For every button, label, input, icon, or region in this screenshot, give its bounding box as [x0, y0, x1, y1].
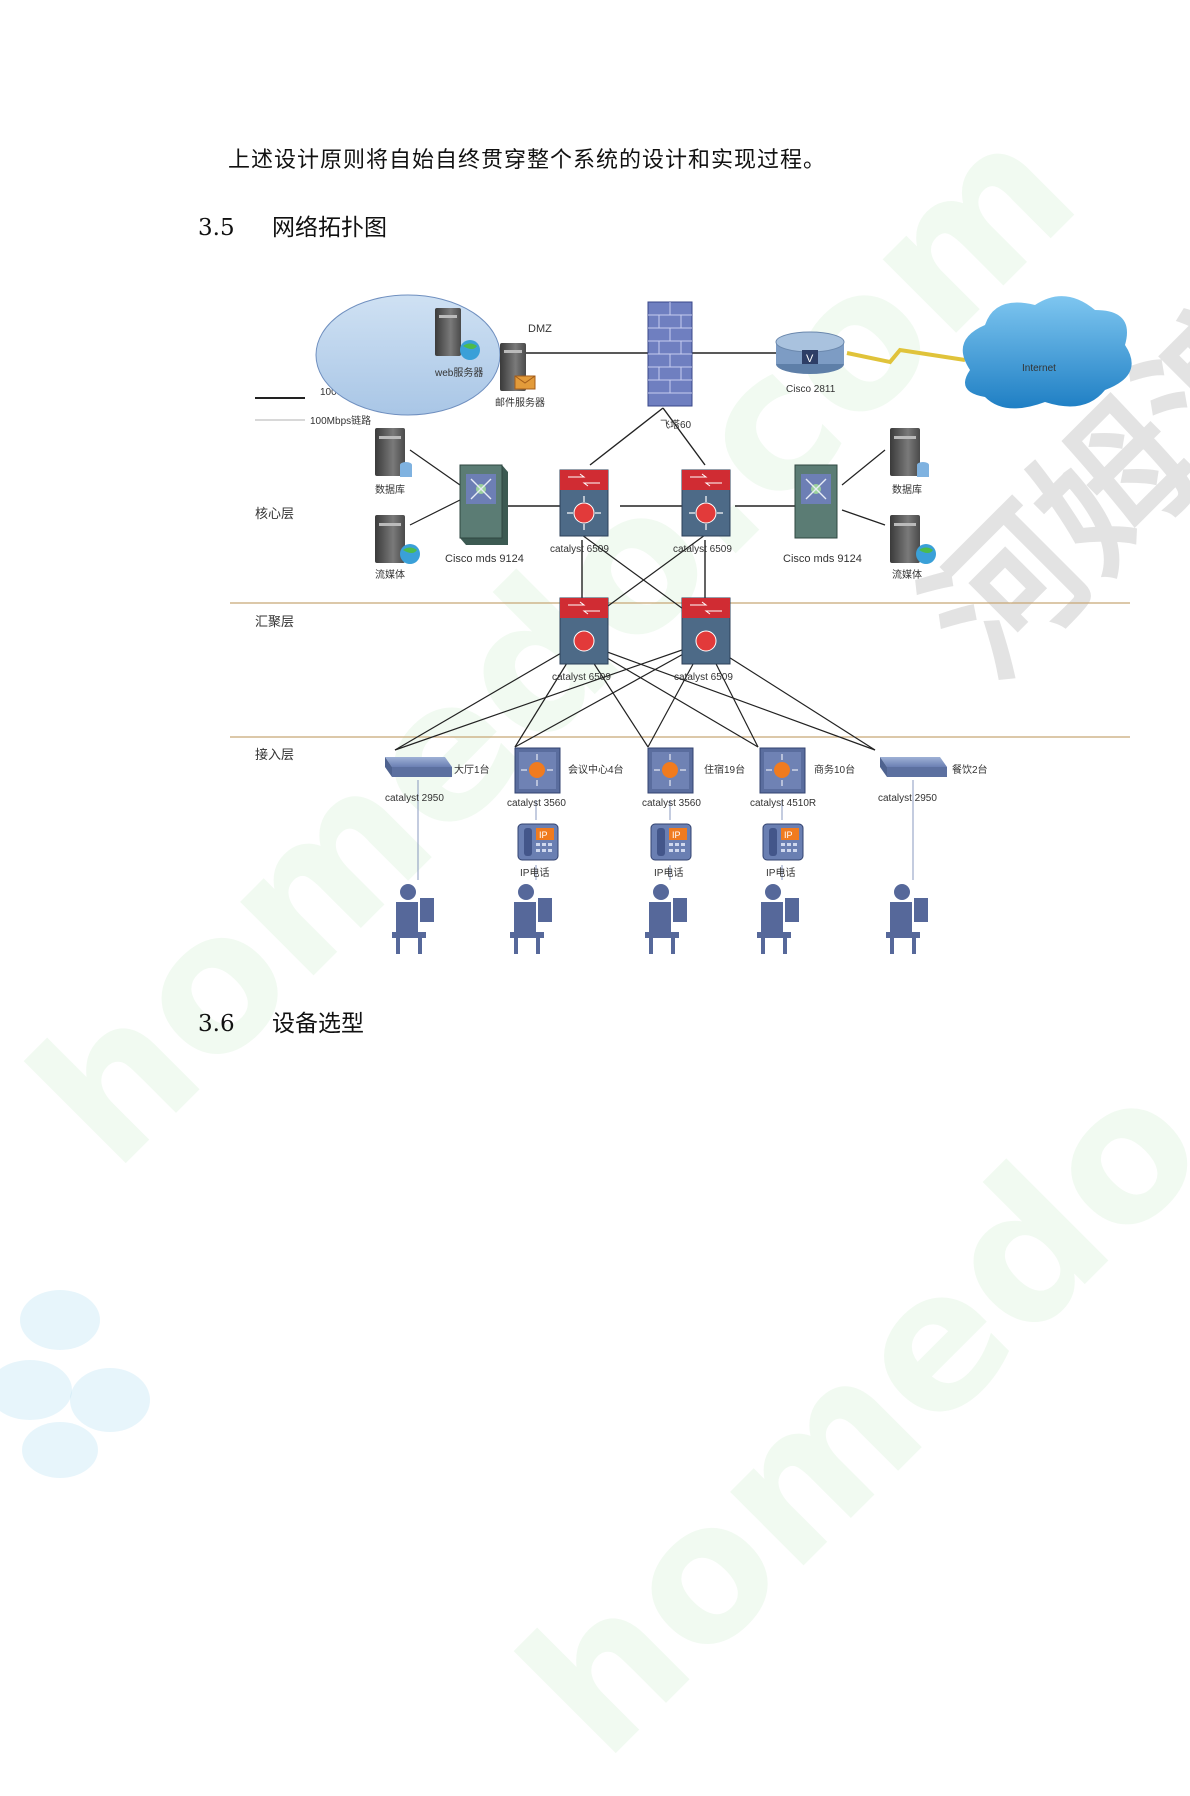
access-switch-model: catalyst 2950	[878, 793, 937, 804]
ip-phone-badge: IP	[539, 830, 548, 840]
storage-switch-left-label: Cisco mds 9124	[445, 553, 524, 565]
core-switch-right-label: catalyst 6509	[673, 544, 732, 555]
access-switch-2950-icon	[880, 757, 947, 777]
storage-switch-icon	[794, 464, 838, 539]
access-switch-3560-icon	[647, 747, 694, 794]
firewall-icon	[647, 301, 693, 407]
database-server-icon	[890, 428, 929, 477]
access-switch-note: 大厅1台	[454, 763, 490, 776]
core-right-database-label: 数据库	[892, 483, 922, 496]
aggregation-switch-right-label: catalyst 6509	[674, 672, 733, 683]
web-server-label: web服务器	[434, 366, 483, 379]
access-switch-note: 会议中心4台	[568, 763, 624, 776]
watermark-flower-icon	[0, 1290, 150, 1478]
access-switch-3560-icon	[514, 747, 561, 794]
ip-phone-icon: IP	[517, 823, 559, 861]
section-heading: 3.5 网络拓扑图	[198, 208, 387, 242]
core-switch-left-label: catalyst 6509	[550, 544, 609, 555]
access-switch-note: 餐饮2台	[952, 763, 988, 776]
access-switch-model: catalyst 2950	[385, 793, 444, 804]
storage-switch-icon	[459, 464, 508, 545]
core-left-streaming-label: 流媒体	[375, 568, 405, 581]
access-switch-note: 住宿19台	[704, 763, 745, 776]
section-title: 网络拓扑图	[272, 215, 387, 241]
workstation-user-icon	[510, 884, 552, 954]
access-switch-model: catalyst 4510R	[750, 798, 816, 809]
aggregation-switch-icon	[559, 597, 609, 665]
ip-phone-label: IP电话	[654, 866, 683, 879]
mail-server-label: 邮件服务器	[495, 396, 545, 409]
access-switch-note: 商务10台	[814, 763, 855, 776]
intro-sentence: 上述设计原则将自始自终贯穿整个系统的设计和实现过程。	[228, 148, 827, 173]
layer-label-access: 接入层	[255, 747, 294, 762]
ip-phone-label: IP电话	[766, 866, 795, 879]
dmz-zone: DMZ web服务器 邮件服务器	[315, 294, 552, 416]
ip-phone-label: IP电话	[520, 866, 549, 879]
database-server-icon	[375, 428, 412, 477]
core-left-database-label: 数据库	[375, 483, 405, 496]
workstation-user-icon	[392, 884, 434, 954]
router-badge: V	[806, 353, 814, 365]
aggregation-switch-icon	[681, 597, 731, 665]
workstation-user-icon	[757, 884, 799, 954]
ip-phone-badge: IP	[784, 830, 793, 840]
dmz-label: DMZ	[528, 323, 552, 335]
mail-server-icon	[500, 343, 536, 391]
ip-phone-badge: IP	[672, 830, 681, 840]
core-switch-icon	[681, 469, 731, 537]
wan-link-lightning	[846, 347, 966, 365]
access-switch-4510r-icon	[759, 747, 806, 794]
section-number: 3.6	[198, 1011, 235, 1037]
internet-label: Internet	[1022, 363, 1056, 374]
network-topology-diagram: 1000Mbps链路 100Mbps链路 核心层 汇聚层 接入层	[230, 294, 1132, 954]
workstation-user-icon	[886, 884, 928, 954]
workstation-user-icon	[645, 884, 687, 954]
layer-label-aggregation: 汇聚层	[255, 614, 294, 629]
access-switch-model: catalyst 3560	[642, 798, 701, 809]
layer-label-core: 核心层	[255, 506, 294, 521]
core-switch-icon	[559, 469, 609, 537]
access-switch-2950-icon	[385, 757, 452, 777]
section-heading: 3.6 设备选型	[198, 1004, 364, 1038]
web-server-icon	[435, 308, 480, 360]
section-title: 设备选型	[272, 1011, 364, 1037]
ip-phone-icon: IP	[762, 823, 804, 861]
ip-phone-icon: IP	[650, 823, 692, 861]
router-icon: V	[775, 331, 845, 374]
internet-cloud-icon	[962, 296, 1132, 409]
section-number: 3.5	[198, 215, 235, 241]
access-switch-model: catalyst 3560	[507, 798, 566, 809]
firewall-label: 飞塔60	[660, 418, 692, 431]
streaming-server-icon	[375, 515, 420, 564]
core-right-streaming-label: 流媒体	[892, 568, 922, 581]
router-label: Cisco 2811	[786, 384, 836, 395]
legend-thin-label: 100Mbps链路	[310, 414, 371, 427]
aggregation-switch-left-label: catalyst 6509	[552, 672, 611, 683]
streaming-server-icon	[890, 515, 936, 564]
storage-switch-right-label: Cisco mds 9124	[783, 553, 862, 565]
